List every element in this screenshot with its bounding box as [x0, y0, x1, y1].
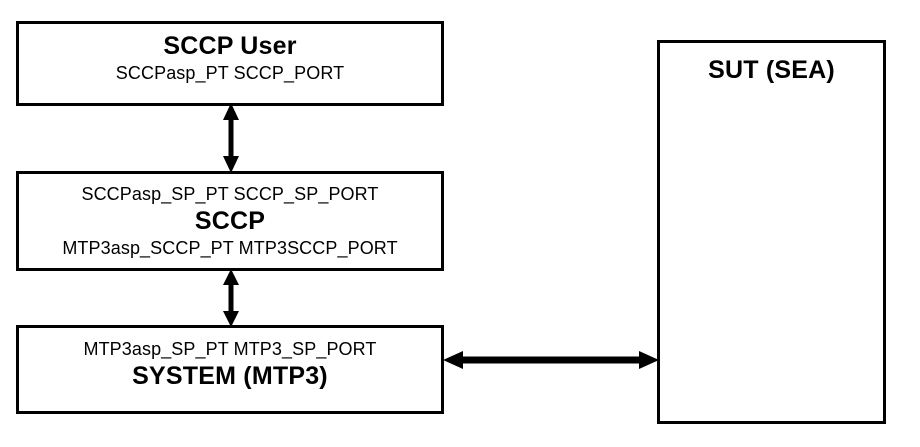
box-system-mtp3-title: SYSTEM (MTP3): [132, 362, 328, 390]
connector-system-mtp3-to-sut-icon: [443, 351, 659, 369]
box-sccp-ports-top: SCCPasp_SP_PT SCCP_SP_PORT: [81, 184, 379, 204]
box-sccp-title: SCCP: [194, 207, 266, 235]
box-sccp-user-ports: SCCPasp_PT SCCP_PORT: [115, 63, 345, 83]
box-sccp-user-title: SCCP User: [163, 32, 297, 60]
box-sccp-user: SCCP User SCCPasp_PT SCCP_PORT: [16, 21, 444, 106]
box-sut: SUT (SEA): [657, 40, 886, 424]
connector-sccp-user-to-sccp-icon: [223, 103, 239, 173]
box-sccp-ports-bottom: MTP3asp_SCCP_PT MTP3SCCP_PORT: [62, 238, 398, 258]
box-system-mtp3: MTP3asp_SP_PT MTP3_SP_PORT SYSTEM (MTP3): [16, 325, 444, 414]
connector-sccp-to-system-mtp3-icon: [223, 269, 239, 327]
box-sccp: SCCPasp_SP_PT SCCP_SP_PORT SCCP MTP3asp_…: [16, 171, 444, 271]
box-system-mtp3-ports: MTP3asp_SP_PT MTP3_SP_PORT: [83, 339, 377, 359]
box-sut-title: SUT (SEA): [708, 56, 835, 84]
